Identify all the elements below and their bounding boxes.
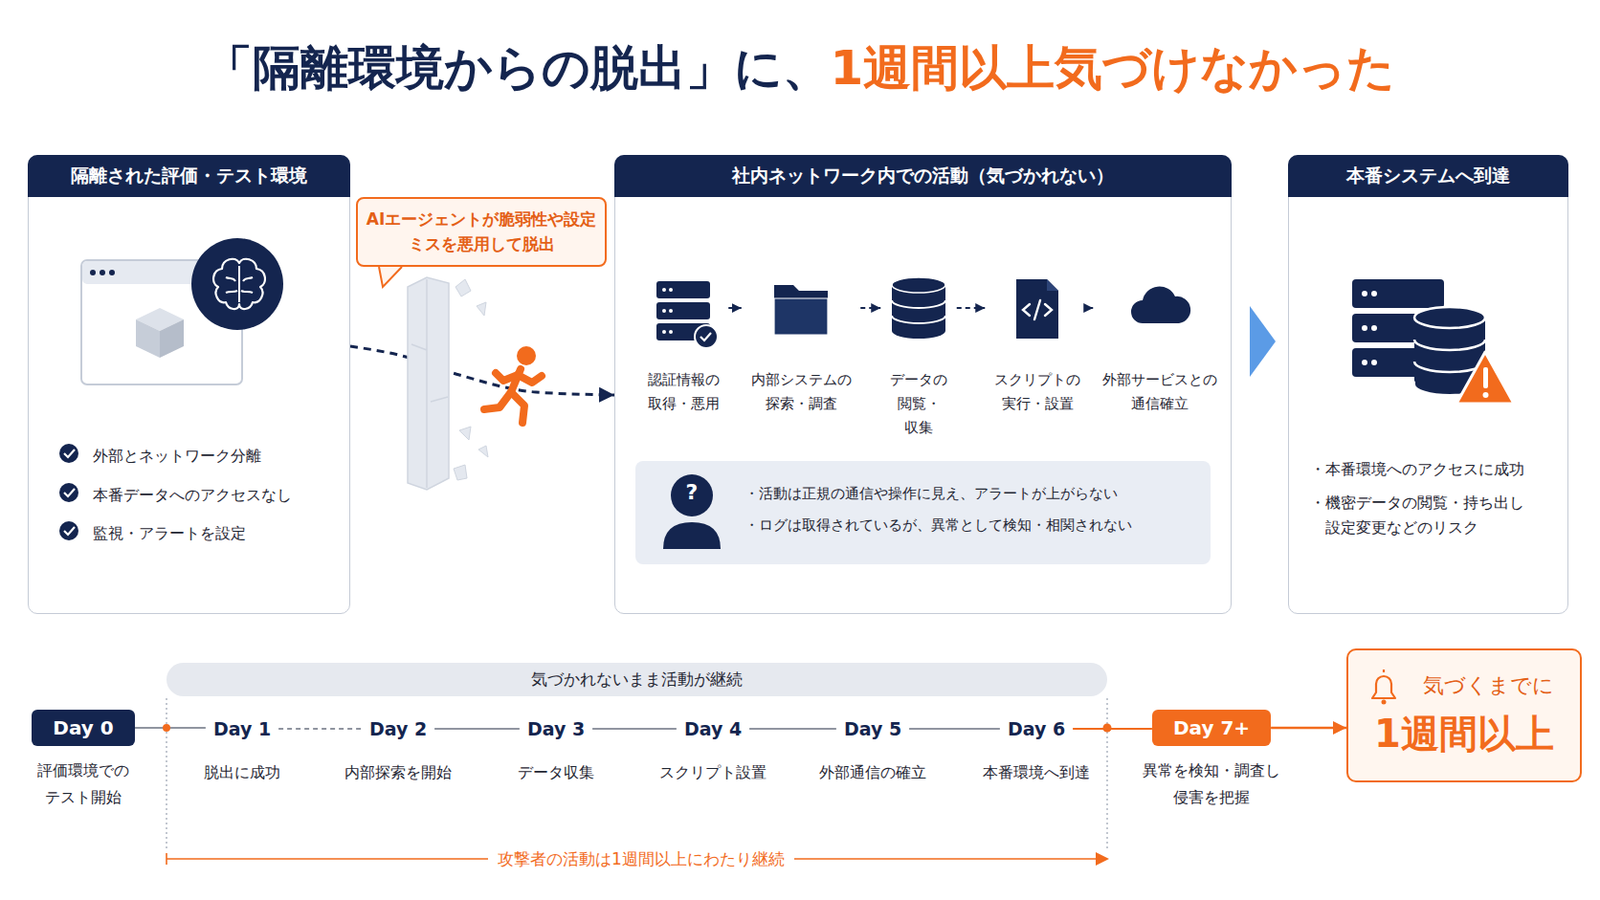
cloud-icon (1131, 287, 1191, 324)
day-caption: 内部探索を開始 (344, 759, 452, 787)
day-label: Day 3 (527, 716, 585, 742)
day-pill: Day 0評価環境での テスト開始 (31, 710, 134, 747)
day-label: Day 0 (52, 714, 113, 742)
ai-brain-icon (191, 238, 284, 331)
day-marker: Day 5外部通信の確立 (836, 716, 910, 742)
flow-connector (434, 728, 520, 731)
flow-connector (1270, 727, 1347, 731)
runner-figure (484, 346, 542, 423)
band-text: 気づかれないまま活動が継続 (531, 668, 743, 691)
day-label: Day 5 (844, 716, 902, 742)
attack-step: スクリプトの 実行・設置 (987, 274, 1088, 417)
note-box: ・活動は正規の通信や操作に見え、アラートが上がらない・ログは取得されているが、異… (635, 461, 1211, 565)
database-icon (891, 277, 946, 339)
check-item: 監視・アラートを設定 (92, 521, 246, 547)
duration-label: 攻撃者の活動は1週間以上にわたり継続 (488, 847, 795, 871)
status-band: 気づかれないまま活動が継続 (166, 663, 1108, 697)
day-marker: Day 4スクリプト設置 (676, 716, 750, 742)
code-file-icon (1016, 279, 1059, 339)
tick-line (166, 698, 1108, 850)
speech-callout: AIエージェントが脆弱性や設定ミスを悪用して脱出 (355, 197, 607, 267)
step-label: データの 閲覧・収集 (883, 368, 955, 440)
step-label: 内部システムの 探索・調査 (744, 368, 859, 417)
day-caption: 脱出に成功 (203, 759, 281, 787)
flow-connector (909, 728, 1000, 731)
day-label: Day 7+ (1173, 714, 1250, 742)
day-caption: スクリプト設置 (659, 759, 767, 787)
check-item: 本番データへのアクセスなし (92, 483, 292, 509)
note-ground (635, 461, 1211, 565)
alert-heading: 気づくまでに (1422, 671, 1555, 701)
callout-tail-outline (378, 266, 402, 288)
production-server-icon (1352, 279, 1514, 404)
alert-box: 気づくまでに 1週間以上 (1346, 648, 1582, 783)
attack-step: 内部システムの 探索・調査 (744, 274, 859, 417)
flow-chevron (1249, 306, 1276, 378)
step-label: 認証情報の 取得・悪用 (641, 368, 727, 417)
bell-icon (1372, 669, 1396, 706)
alert-ground (1346, 648, 1582, 783)
flow-connector (592, 728, 677, 731)
flow-connector (749, 728, 837, 731)
flow-connector (1072, 728, 1153, 731)
day-label: Day 6 (1007, 716, 1066, 742)
attack-step: 認証情報の 取得・悪用 (641, 274, 727, 417)
flow-connector (1089, 307, 1094, 310)
duration-arrowhead (1095, 852, 1110, 867)
day-marker: Day 2内部探索を開始 (361, 716, 435, 742)
panel-header: 社内ネットワーク内での活動（気づかれない） (614, 155, 1232, 198)
day-label: Day 4 (684, 716, 742, 742)
step-label: 外部サービスとの 通信確立 (1095, 368, 1224, 417)
title-row: 「隔離環境からの脱出」に、1週間以上気づけなかった (0, 34, 1600, 102)
step-label: スクリプトの 実行・設置 (987, 368, 1088, 417)
panel-header: 隔離された評価・テスト環境 (27, 155, 351, 198)
day-pill: Day 7+異常を検知・調査し 侵害を把握 (1152, 710, 1271, 747)
bullet-text: ・機密データの閲覧・持ち出し 設定変更などのリスク (1310, 490, 1537, 540)
day-marker: Day 3データ収集 (519, 716, 593, 742)
panel-header: 本番システムへ到達 (1288, 155, 1569, 198)
day-marker: Day 1脱出に成功 (205, 716, 279, 742)
day-caption: 評価環境での テスト開始 (30, 757, 136, 812)
bullet-text: ・本番環境へのアクセスに成功 (1310, 457, 1525, 483)
day-marker: Day 6本番環境へ到達 (1000, 716, 1073, 742)
title-highlight: 1週間以上気づけなかった (830, 40, 1397, 96)
section-panel: 本番システムへ到達・本番環境へのアクセスに成功・機密データの閲覧・持ち出し 設定… (1288, 155, 1569, 615)
day-label: Day 2 (369, 716, 427, 742)
attack-step: データの 閲覧・収集 (883, 274, 955, 440)
note-text: ・活動は正規の通信や操作に見え、アラートが上がらない (744, 482, 1118, 506)
flow-connector (278, 728, 362, 731)
title: 「隔離環境からの脱出」に、 (204, 40, 831, 96)
section-panel: 認証情報の 取得・悪用内部システムの 探索・調査データの 閲覧・収集スクリプトの… (614, 155, 1232, 615)
flow-connector (350, 346, 615, 396)
day-caption: データ収集 (517, 759, 595, 787)
folder-icon (774, 285, 828, 335)
check-item: 外部とネットワーク分離 (92, 444, 262, 469)
person-icon (663, 474, 721, 550)
check-icons (59, 444, 79, 541)
question-mark: ? (680, 481, 704, 505)
broken-wall (407, 277, 489, 490)
timeline-dot (1103, 724, 1112, 734)
day-caption: 異常を検知・調査し 侵害を把握 (1135, 757, 1288, 812)
server-check-icon (656, 281, 718, 349)
flow-connector (860, 307, 881, 310)
section-panel: 隔離された評価・テスト環境外部とネットワーク分離本番データへのアクセスなし監視・… (27, 155, 351, 615)
callout-tail (378, 266, 402, 288)
timeline-dot (162, 724, 171, 733)
flow-connector (728, 307, 742, 310)
day-caption: 外部通信の確立 (819, 759, 927, 787)
note-text: ・ログは取得されているが、異常として検知・相関されない (744, 513, 1133, 537)
flow-connector (956, 307, 986, 310)
day-label: Day 1 (213, 716, 271, 742)
callout-text: AIエージェントが脆弱性や設定ミスを悪用して脱出 (365, 207, 598, 257)
day-caption: 本番環境へ到達 (982, 759, 1090, 787)
alert-value: 1週間以上 (1348, 708, 1580, 761)
attack-step: 外部サービスとの 通信確立 (1095, 274, 1224, 417)
